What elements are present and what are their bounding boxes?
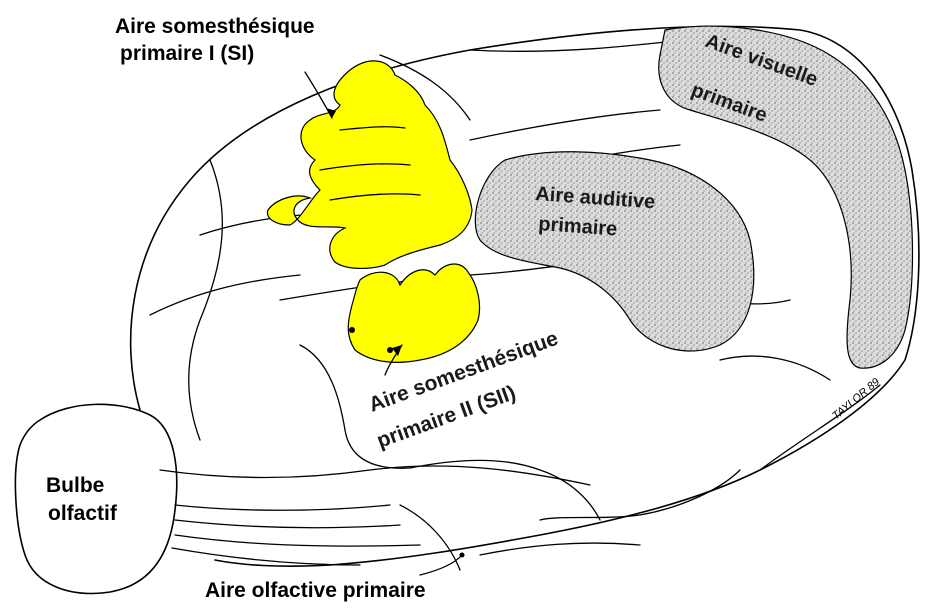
- olfactory-tract-2: [175, 520, 400, 528]
- auditory-area: [475, 152, 753, 351]
- fold-frontal-3: [189, 160, 223, 440]
- fold-parietal-1: [470, 110, 660, 140]
- sii-dot-1: [349, 327, 355, 333]
- fold-frontal-2: [150, 275, 300, 315]
- olfactory-bulb: [15, 404, 176, 593]
- olfactory-tract-1: [175, 505, 390, 510]
- fold-inferior: [480, 543, 640, 555]
- somatosensory-area-2[interactable]: [348, 264, 479, 362]
- olf-pointer-dot: [460, 553, 465, 558]
- fold-occipital-2: [720, 356, 830, 380]
- fold-olf-area: [400, 505, 460, 570]
- brain-lower-contour: [160, 466, 590, 485]
- olf-area-label: Aire olfactive primaire: [205, 579, 426, 602]
- sii-dot-2: [387, 347, 393, 353]
- artist-signature: TAYLOR 89: [830, 376, 882, 422]
- olf-bulb-label-line1: Bulbe: [46, 474, 104, 497]
- olfactory-tract-4: [172, 548, 360, 565]
- somato-1-label-line1: Aire somesthésique: [115, 15, 315, 38]
- olfactory-tract-3: [175, 535, 420, 546]
- somato-1-label-line2: primaire I (SI): [120, 42, 254, 65]
- olf-pointer-line: [420, 555, 462, 575]
- olf-bulb-label-line2: olfactif: [48, 502, 118, 525]
- fold-temporal-1: [410, 460, 600, 520]
